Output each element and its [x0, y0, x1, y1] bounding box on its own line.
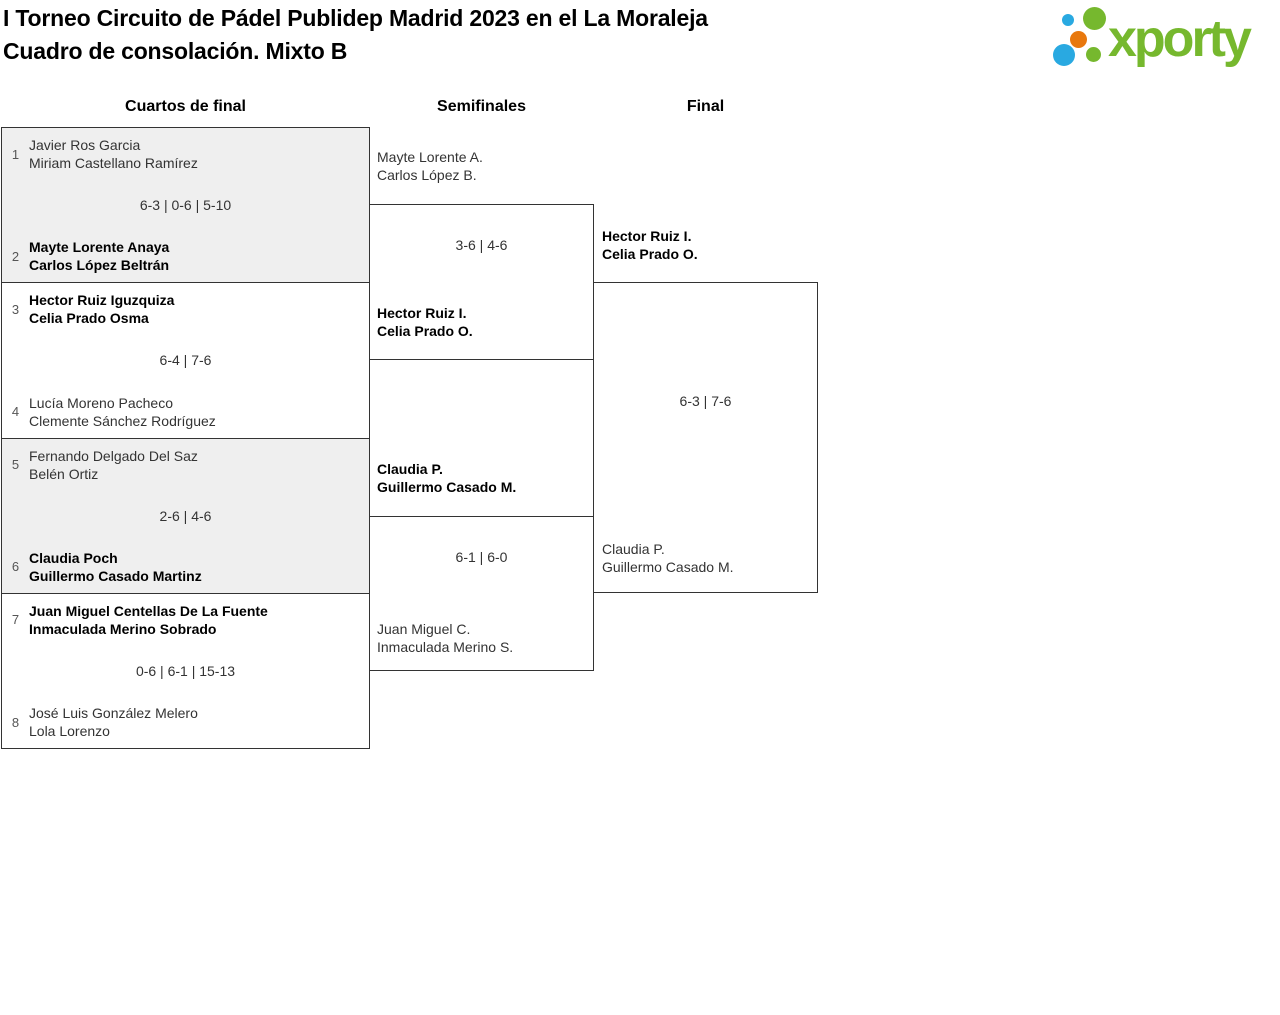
page-title-line2: Cuadro de consolación. Mixto B: [3, 38, 348, 64]
quarterfinal-match-2: 3 Hector Ruiz Iguzquiza Celia Prado Osma…: [2, 283, 369, 439]
player-name: Inmaculada Merino S.: [377, 639, 514, 655]
logo-dot-green-large-icon: [1083, 7, 1106, 30]
player-name: Clemente Sánchez Rodríguez: [29, 412, 216, 429]
semifinal-1-bottom-team: Hector Ruiz I. Celia Prado O.: [377, 304, 473, 340]
player-name: Lucía Moreno Pacheco: [29, 394, 173, 411]
player-name: Mayte Lorente Anaya: [29, 239, 170, 256]
team-entry: 1 Javier Ros Garcia Miriam Castellano Ra…: [2, 136, 369, 172]
seed-number: 3: [11, 301, 20, 317]
logo-wordmark: xporty: [1108, 10, 1252, 68]
player-name: Miriam Castellano Ramírez: [29, 155, 198, 171]
player-name: Celia Prado O.: [602, 246, 698, 262]
round-header-quarterfinals: Cuartos de final: [125, 98, 246, 115]
seed-number: 4: [11, 404, 20, 419]
player-name: Mayte Lorente A.: [377, 149, 483, 165]
team-entry: 7 Juan Miguel Centellas De La Fuente Inm…: [2, 602, 369, 638]
player-name: Claudia P.: [602, 541, 665, 557]
player-name: Hector Ruiz I.: [602, 228, 692, 244]
player-name: Claudia Poch: [29, 549, 118, 566]
player-name: Fernando Delgado Del Saz: [29, 447, 198, 464]
final-box: [593, 282, 818, 593]
final-bottom-team: Claudia P. Guillermo Casado M.: [602, 540, 734, 576]
semifinal-2-top-team: Claudia P. Guillermo Casado M.: [377, 460, 516, 496]
team-players: Lucía Moreno Pacheco Clemente Sánchez Ro…: [29, 394, 216, 430]
seed-number: 7: [11, 612, 20, 628]
seed-number: 5: [11, 457, 20, 472]
player-name: Celia Prado O.: [377, 323, 473, 339]
team-players: Juan Miguel Centellas De La Fuente Inmac…: [29, 602, 268, 638]
seed-number: 1: [11, 146, 20, 162]
quarterfinal-match-1: 1 Javier Ros Garcia Miriam Castellano Ra…: [2, 128, 369, 284]
quarterfinal-match-3: 5 Fernando Delgado Del Saz Belén Ortiz 2…: [2, 438, 369, 594]
player-name: Juan Miguel C.: [377, 621, 471, 637]
logo-dot-green-small-icon: [1086, 47, 1101, 62]
logo-dot-orange-icon: [1070, 31, 1087, 48]
semifinal-1-score: 3-6 | 4-6: [455, 237, 508, 253]
logo-dot-blue-large-icon: [1053, 44, 1075, 66]
semifinal-2-box: [369, 516, 594, 671]
match-score: 2-6 | 4-6: [159, 507, 212, 524]
team-players: Claudia Poch Guillermo Casado Martinz: [29, 549, 202, 585]
team-players: Fernando Delgado Del Saz Belén Ortiz: [29, 447, 198, 483]
final-top-team: Hector Ruiz I. Celia Prado O.: [602, 227, 698, 263]
player-name: Guillermo Casado Martinz: [29, 567, 202, 584]
quarterfinals-column: 1 Javier Ros Garcia Miriam Castellano Ra…: [1, 127, 370, 749]
quarterfinal-match-4: 7 Juan Miguel Centellas De La Fuente Inm…: [2, 593, 369, 748]
player-name: Hector Ruiz I.: [377, 305, 467, 321]
team-players: Hector Ruiz Iguzquiza Celia Prado Osma: [29, 291, 174, 327]
player-name: Hector Ruiz Iguzquiza: [29, 292, 175, 309]
seed-number: 2: [11, 248, 20, 264]
xporty-logo[interactable]: xporty: [1045, 4, 1277, 80]
player-name: Belén Ortiz: [29, 465, 99, 482]
team-entry: 8 José Luis González Melero Lola Lorenzo: [2, 704, 369, 740]
player-name: Guillermo Casado M.: [602, 559, 734, 575]
player-name: José Luis González Melero: [29, 705, 198, 721]
player-name: Javier Ros Garcia: [29, 137, 141, 153]
player-name: Carlos López Beltrán: [29, 257, 170, 274]
player-name: Carlos López B.: [377, 167, 477, 183]
player-name: Juan Miguel Centellas De La Fuente: [29, 602, 268, 619]
semifinal-1-top-team: Mayte Lorente A. Carlos López B.: [377, 148, 483, 184]
final-score: 6-3 | 7-6: [679, 393, 732, 409]
player-name: Inmaculada Merino Sobrado: [29, 620, 217, 637]
team-entry: 6 Claudia Poch Guillermo Casado Martinz: [2, 549, 369, 585]
team-players: Javier Ros Garcia Miriam Castellano Ramí…: [29, 136, 198, 172]
player-name: Guillermo Casado M.: [377, 479, 517, 495]
logo-dot-blue-small-icon: [1062, 14, 1074, 26]
match-score: 6-3 | 0-6 | 5-10: [139, 197, 232, 214]
round-header-final: Final: [686, 98, 725, 115]
page-title-line1: I Torneo Circuito de Pádel Publidep Madr…: [3, 5, 708, 31]
player-name: Claudia P.: [377, 461, 443, 477]
semifinal-2-bottom-team: Juan Miguel C. Inmaculada Merino S.: [377, 620, 513, 656]
team-entry: 5 Fernando Delgado Del Saz Belén Ortiz: [2, 447, 369, 483]
player-name: Lola Lorenzo: [29, 723, 110, 739]
team-entry: 4 Lucía Moreno Pacheco Clemente Sánchez …: [2, 394, 369, 430]
match-score: 0-6 | 6-1 | 15-13: [135, 662, 236, 679]
page-title: I Torneo Circuito de Pádel Publidep Madr…: [3, 2, 708, 68]
seed-number: 8: [11, 714, 20, 730]
team-players: Mayte Lorente Anaya Carlos López Beltrán: [29, 238, 169, 274]
round-header-semifinals: Semifinales: [437, 98, 526, 115]
player-name: Celia Prado Osma: [29, 310, 149, 327]
match-score: 6-4 | 7-6: [159, 352, 212, 369]
team-entry: 3 Hector Ruiz Iguzquiza Celia Prado Osma: [2, 291, 369, 327]
seed-number: 6: [11, 559, 20, 575]
team-entry: 2 Mayte Lorente Anaya Carlos López Beltr…: [2, 238, 369, 274]
semifinal-2-score: 6-1 | 6-0: [455, 549, 508, 565]
team-players: José Luis González Melero Lola Lorenzo: [29, 704, 198, 740]
